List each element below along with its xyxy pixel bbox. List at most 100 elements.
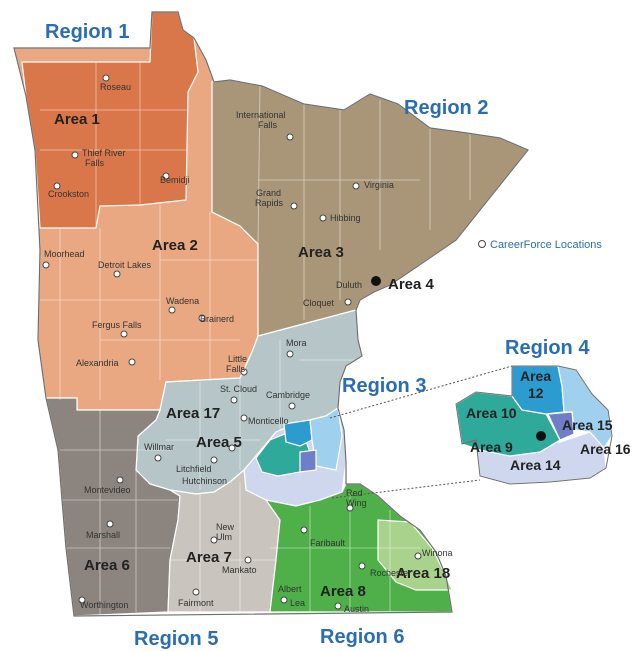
state-outline [13, 11, 529, 617]
legend: CareerForce Locations [478, 239, 602, 251]
location-dot-icon [286, 133, 294, 141]
city-label: Alexandria [76, 358, 119, 368]
inset-outline [455, 365, 613, 485]
city-label: Austin [344, 604, 369, 614]
city-label: Cambridge [266, 390, 310, 400]
city-markers [42, 74, 422, 610]
city-label: Lea [290, 598, 305, 608]
location-dot-icon [53, 182, 61, 190]
city-label: Rochester [370, 568, 411, 578]
city-label: Albert [278, 584, 302, 594]
inset-area-label: Area 9 [470, 439, 513, 455]
inset-area-label: Area [520, 368, 551, 384]
location-dot-icon [352, 182, 360, 190]
city-label: Hibbing [330, 213, 361, 223]
location-dot-icon [286, 350, 294, 358]
location-dot-icon [280, 596, 288, 604]
location-dot-icon [78, 596, 86, 604]
location-dot-icon [210, 456, 218, 464]
inset-area-label: Area 14 [510, 457, 561, 473]
location-dot-icon [300, 526, 308, 534]
city-label: Virginia [364, 180, 394, 190]
inset-location-dot-icon [536, 431, 546, 441]
region-4-inset [455, 365, 613, 485]
city-label: Wadena [166, 296, 199, 306]
city-label: Montevideo [84, 485, 131, 495]
location-dot-icon [334, 602, 342, 610]
location-dot-icon [244, 556, 252, 564]
city-label: Fairmont [178, 598, 214, 608]
inset-callout-line-top [329, 365, 513, 419]
region-label: Region 6 [320, 626, 404, 648]
location-dot-icon [414, 552, 422, 560]
city-label: Fergus Falls [92, 320, 142, 330]
location-dot-icon [106, 520, 114, 528]
city-label: Winona [422, 548, 453, 558]
city-label: Duluth [336, 280, 362, 290]
location-dot-icon [346, 504, 354, 512]
city-label: Mora [286, 338, 307, 348]
area-label: Area 2 [152, 237, 198, 254]
location-dot-icon [113, 270, 121, 278]
location-dot-icon [344, 298, 352, 306]
legend-label: CareerForce Locations [490, 239, 602, 251]
location-dot-icon [358, 562, 366, 570]
region-4-main-purple [299, 449, 317, 473]
city-label: Worthington [80, 600, 128, 610]
location-dot-icon [154, 454, 162, 462]
inset-purple [547, 411, 575, 441]
city-label: Ulm [216, 532, 232, 542]
area-label: Area 4 [388, 276, 435, 293]
location-dot-icon [102, 74, 110, 82]
city-label: St. Cloud [220, 384, 257, 394]
city-label: Brainerd [200, 314, 234, 324]
city-label: Litchfield [176, 464, 212, 474]
location-dot-icon [478, 240, 486, 248]
area-label: Area 18 [396, 565, 450, 582]
inset-area-label: Area 16 [580, 441, 631, 457]
city-label: Red [346, 488, 363, 498]
location-dot-icon [42, 261, 50, 269]
region-label: Region 2 [404, 97, 488, 119]
county-lines [40, 62, 471, 616]
city-label: New [216, 522, 235, 532]
city-label: Faribault [310, 538, 346, 548]
location-dot-icon [128, 358, 136, 366]
city-label: Grand [256, 188, 281, 198]
location-dot-icon [168, 306, 176, 314]
city-label: Rapids [255, 198, 284, 208]
area-label: Area 8 [320, 583, 366, 600]
city-label: Wing [346, 498, 367, 508]
location-dot-icon [290, 202, 298, 210]
city-label: Thief River [82, 148, 126, 158]
location-dot-icon [288, 402, 296, 410]
area-label: Area 7 [186, 549, 232, 566]
location-dot-icon [240, 414, 248, 422]
location-dot-icon [116, 476, 124, 484]
city-label: Falls [226, 364, 246, 374]
inset-area-label: Area 15 [562, 417, 613, 433]
city-label: Marshall [86, 530, 120, 540]
location-dot-icon [240, 368, 248, 376]
city-label: Falls [85, 158, 105, 168]
region-label: Region 5 [134, 628, 218, 650]
city-label: Hutchinson [182, 476, 227, 486]
city-label: Falls [258, 120, 278, 130]
inset-callout-line-bottom [331, 479, 481, 499]
city-label: Moorhead [44, 249, 85, 259]
city-label: Monticello [248, 416, 289, 426]
area-label: Area 3 [298, 244, 344, 261]
location-dot-icon [198, 314, 206, 322]
region-label: Region 4 [505, 337, 590, 359]
area-label: Area 1 [54, 111, 100, 128]
area-4-location-dot-icon [371, 276, 381, 286]
city-label: Cloquet [303, 298, 335, 308]
location-dot-icon [230, 396, 238, 404]
location-dot-icon [71, 151, 79, 159]
location-dot-icon [192, 588, 200, 596]
location-dot-icon [210, 536, 218, 544]
region-4-main-lightblue [309, 406, 343, 471]
city-label: Mankato [222, 565, 257, 575]
city-label: Little [228, 354, 247, 364]
